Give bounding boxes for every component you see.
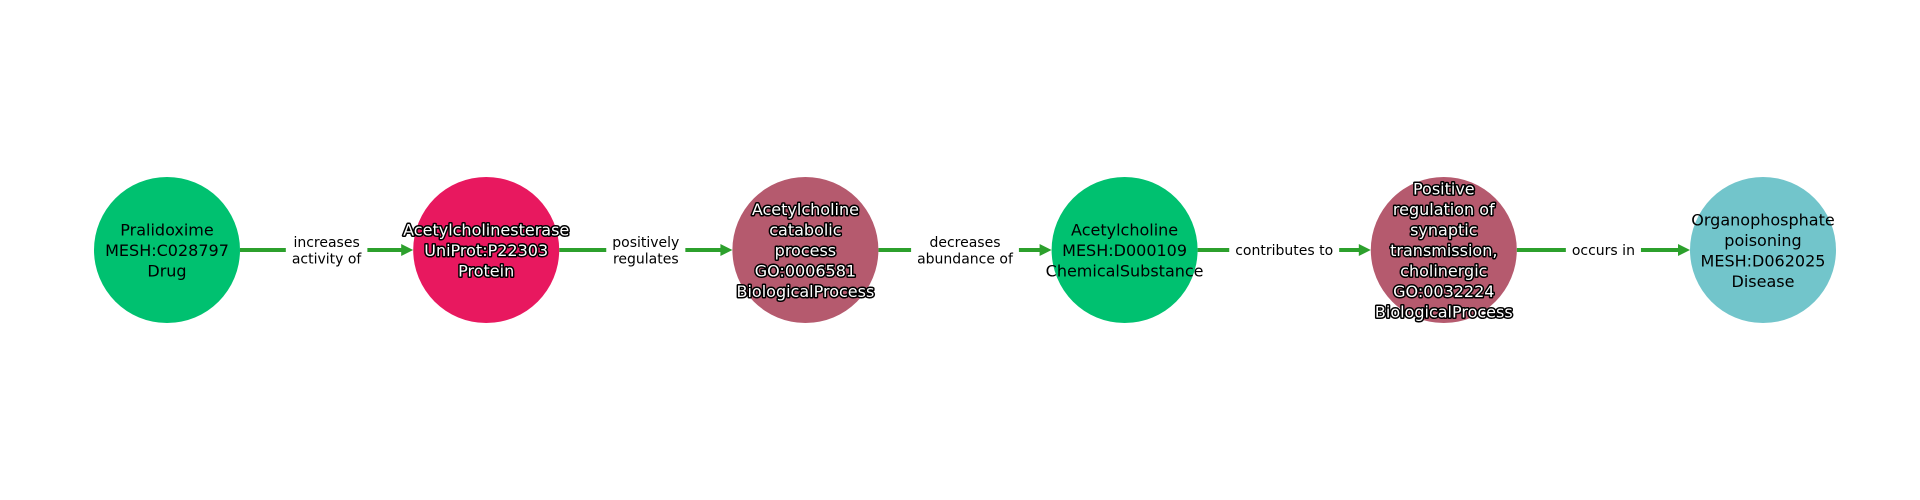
node-name-label: Acetylcholine	[1071, 221, 1178, 240]
node-acetylcholine[interactable]: AcetylcholineMESH:D000109ChemicalSubstan…	[1046, 177, 1204, 323]
node-circle-disease[interactable]	[1690, 177, 1836, 323]
node-circle-biologicalprocess[interactable]	[1370, 177, 1517, 323]
node-name-label: synaptic	[1410, 221, 1477, 240]
edge-label-line: occurs in	[1572, 243, 1635, 259]
node-category-label: Protein	[458, 262, 514, 281]
node-category-label: ChemicalSubstance	[1046, 262, 1204, 281]
node-name-label: process	[775, 241, 836, 260]
edge-label-line: regulates	[613, 251, 679, 267]
node-identifier-label: MESH:D062025	[1701, 251, 1826, 270]
node-identifier-label: GO:0032224	[1393, 282, 1494, 301]
edge-label-line: abundance of	[917, 251, 1014, 267]
node-name-label: Acetylcholinesterase	[403, 221, 569, 240]
node-name-label: cholinergic	[1400, 262, 1487, 281]
arrow-head-icon	[1039, 244, 1052, 256]
edge-label-line: activity of	[292, 251, 363, 267]
edge-label-background	[1229, 239, 1340, 261]
node-name-label: Pralidoxime	[120, 221, 213, 240]
node-category-label: Drug	[147, 262, 186, 281]
node-name-label: transmission,	[1390, 241, 1497, 260]
node-name-label: Organophosphate	[1691, 210, 1834, 229]
node-name-label: regulation of	[1393, 200, 1495, 219]
node-acetylcholinesterase[interactable]: AcetylcholinesteraseUniProt:P22303Protei…	[402, 177, 571, 323]
edge-label: occurs in	[1565, 239, 1641, 261]
node-name-label: Positive	[1413, 180, 1475, 199]
edge-label-background	[285, 231, 368, 269]
node-identifier-label: GO:0006581	[755, 262, 856, 281]
node-organophosphate-poisoning[interactable]: Organophosphate poisoningMESH:D062025Dise…	[1690, 177, 1836, 323]
node-identifier-label: UniProt:P22303	[424, 241, 548, 260]
node-category-label: BiologicalProcess	[737, 282, 875, 301]
node-circle-biologicalprocess[interactable]	[732, 177, 879, 323]
edge-label-background	[911, 231, 1019, 269]
arrow-head-icon	[720, 244, 733, 256]
node-identifier-label: MESH:D000109	[1062, 241, 1187, 260]
node-acetylcholine-catabolic-process[interactable]: Acetylcholine catabolicprocessGO:0006581B…	[732, 177, 879, 323]
node-category-label: BiologicalProcess	[1375, 303, 1513, 322]
edge-label-line: contributes to	[1235, 243, 1333, 259]
edge-positive-regulation-synaptic-transmission-cholinergic-to-organophosphate-poisoning: occurs in	[1516, 239, 1690, 261]
node-name-label: Acetylcholine	[752, 200, 859, 219]
edge-label-background	[1565, 239, 1641, 261]
node-name-label: poisoning	[1724, 231, 1801, 250]
arrow-head-icon	[401, 244, 414, 256]
node-identifier-label: MESH:C028797	[105, 241, 229, 260]
edge-label-line: increases	[293, 235, 359, 251]
node-category-label: Disease	[1732, 272, 1795, 291]
edge-label-line: positively	[612, 235, 679, 251]
node-circle-drug[interactable]	[94, 177, 240, 323]
edge-label-background	[606, 231, 686, 269]
arrow-head-icon	[1358, 244, 1371, 256]
edge-label: contributes to	[1229, 239, 1340, 261]
arrow-head-icon	[1678, 244, 1690, 256]
edge-label-line: decreases	[929, 235, 1000, 251]
node-circle-chemicalsubstance[interactable]	[1051, 177, 1198, 323]
edge-acetylcholine-to-positive-regulation-synaptic-transmission-cholinergic: contributes to	[1197, 239, 1371, 261]
node-name-label: catabolic	[769, 221, 841, 240]
node-circle-protein[interactable]	[413, 177, 560, 323]
